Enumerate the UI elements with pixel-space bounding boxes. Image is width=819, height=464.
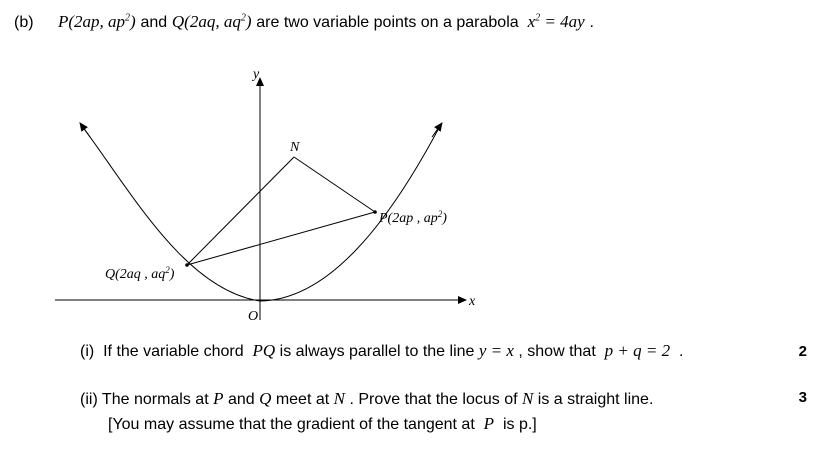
hint-end: is p.] <box>502 416 537 433</box>
point-p-dot <box>373 210 377 214</box>
part-i-text-3: , show that <box>518 343 596 360</box>
stem-description: are two variable points on a parabola <box>256 14 519 31</box>
part-ii-text: The normals at <box>101 391 209 408</box>
marks-part-ii: 3 <box>798 389 807 406</box>
stem-end: . <box>589 14 594 31</box>
hint-text: [You may assume that the gradient of the… <box>108 416 475 433</box>
q-point-label: Q(2aq , aq2) <box>105 265 175 282</box>
p-point-label: P(2ap , ap2) <box>378 209 447 226</box>
q-symbol: Q <box>259 389 272 408</box>
and-word: and <box>140 14 168 31</box>
parabola-left-arrow <box>79 122 91 138</box>
marks-part-i: 2 <box>798 343 807 360</box>
part-ii-and: and <box>227 391 255 408</box>
line-y-equals-x: y = x <box>478 341 514 360</box>
hint-p-symbol: P <box>483 414 495 433</box>
parabola-curve <box>81 125 441 302</box>
part-ii-locus: . Prove that the locus of <box>349 391 518 408</box>
p-plus-q-equation: p + q = 2 <box>604 341 671 360</box>
point-q-expression: Q(2aq, aq2) <box>171 12 252 31</box>
normal-at-q <box>186 156 295 266</box>
y-axis-label: y <box>251 67 260 82</box>
part-label: (b) <box>14 14 34 31</box>
p-symbol: P <box>213 389 224 408</box>
n-symbol-2: N <box>521 389 534 408</box>
parabola-equation: x2 = 4ay <box>527 12 585 31</box>
parabola-right-arrow <box>431 122 443 138</box>
part-i-end: . <box>679 343 684 360</box>
chord-pq <box>186 211 376 266</box>
part-ii-end: is a straight line. <box>537 391 654 408</box>
question-stem: P(2ap, ap2) and Q(2aq, aq2) are two vari… <box>58 12 594 32</box>
n-symbol: N <box>333 389 345 408</box>
part-ii-meet: meet at <box>275 391 330 408</box>
x-axis-label: x <box>468 294 476 309</box>
part-i-text: If the variable chord <box>103 343 244 360</box>
chord-pq-symbol: PQ <box>252 341 276 360</box>
normal-at-p <box>293 156 376 213</box>
part-ii-hint: [You may assume that the gradient of the… <box>108 414 537 434</box>
part-i-number: (i) <box>80 343 95 360</box>
point-q-dot <box>185 263 189 267</box>
point-p-expression: P(2ap, ap2) <box>58 12 136 31</box>
origin-label: O <box>248 309 258 324</box>
part-i-text-2: is always parallel to the line <box>279 343 475 360</box>
part-ii-number: (ii) <box>80 391 98 408</box>
n-label: N <box>289 140 300 155</box>
part-ii: (ii) The normals at P and Q meet at N . … <box>80 389 653 409</box>
part-i: (i) If the variable chord PQ is always p… <box>80 341 683 361</box>
